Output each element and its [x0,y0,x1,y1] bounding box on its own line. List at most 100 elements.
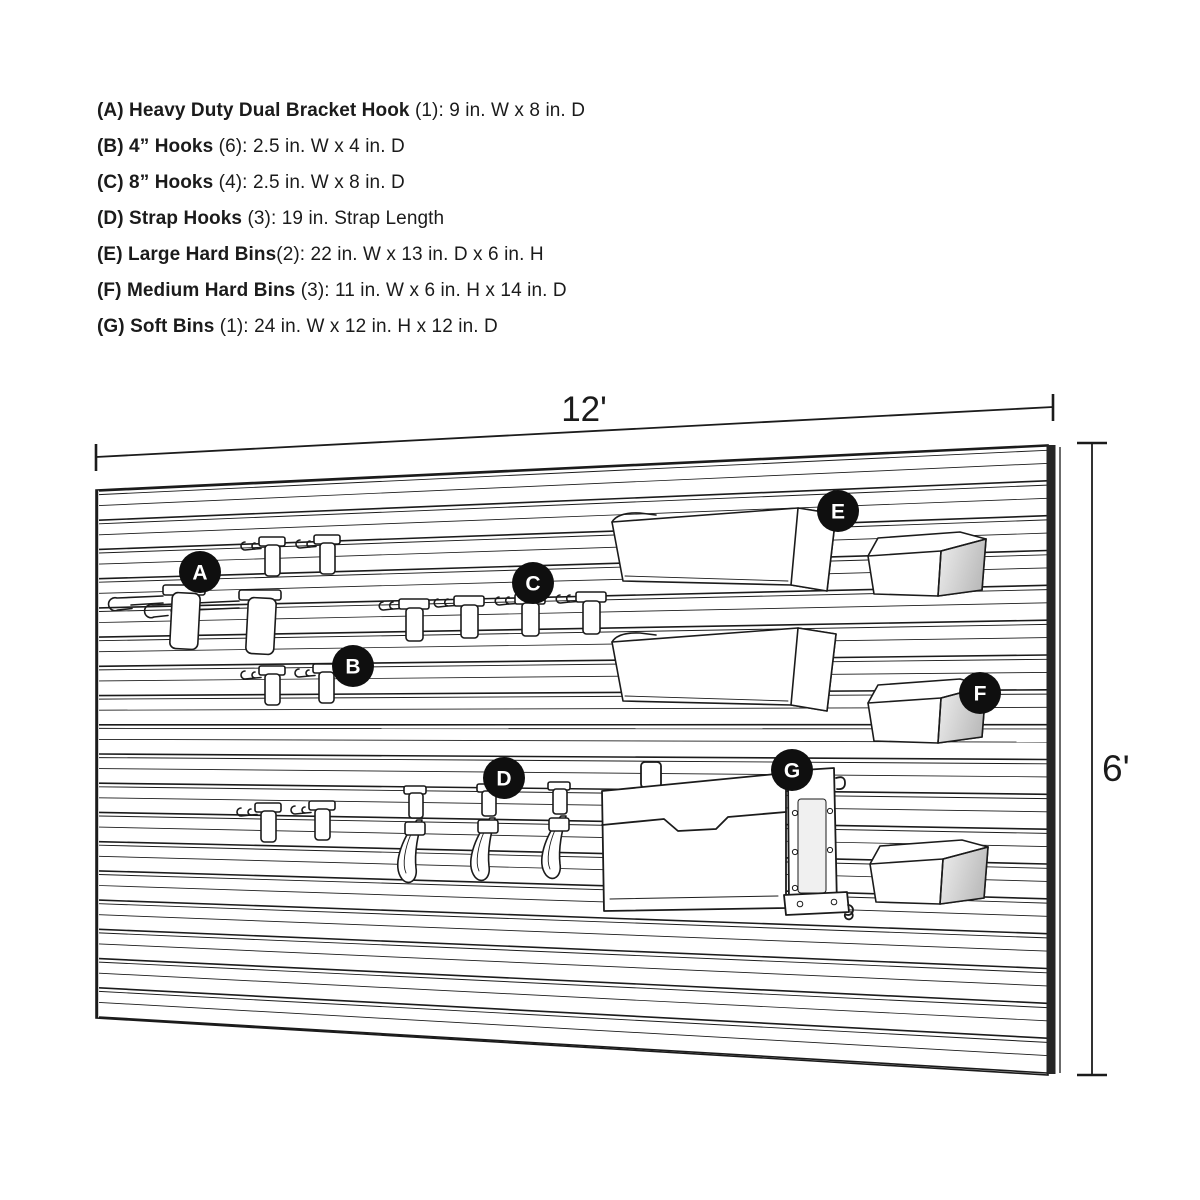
marker-letter: F [974,683,987,706]
slat-groove-line [98,757,1048,765]
marker-circle [512,562,554,604]
legend-item-f: (F) Medium Hard Bins (3): 11 in. W x 6 i… [97,273,817,309]
slat-groove-line [98,987,1048,1039]
hook-prong [143,600,240,619]
bracket-panel [797,798,827,894]
legend-item-name: (E) Large Hard Bins [97,244,277,265]
slat-groove-line [98,497,1048,536]
bin-rim [611,632,657,643]
marker-letter: E [831,501,845,524]
bin-bottom-line [624,575,789,582]
bracket-foot [783,891,850,916]
slat-groove-line [98,671,1048,682]
slat-groove-line [98,786,1048,800]
bin-rim [611,512,657,523]
slat-groove-line [98,943,1048,987]
soft-bin-inner-bottom [609,895,779,900]
legend-item-spec: (4): 2.5 in. W x 8 in. D [213,172,405,193]
slat-groove-line [98,826,1048,848]
eight-inch-hook [378,598,430,642]
strap-hook [541,781,571,880]
width-dimension-label: 12' [561,390,607,429]
slat-groove-line [98,928,1048,970]
hook-prong [107,595,164,612]
hook-bracket-plate [245,596,277,656]
width-dimension [94,394,1055,471]
legend-item-name: (D) Strap Hooks [97,208,243,229]
slat-groove-line [98,972,1048,1022]
bracket-foot-hole [796,900,804,908]
slat-groove-line [98,961,1048,1009]
width-dim-line [95,406,1054,458]
slat-groove-line [98,654,1048,668]
bin-right-side [790,627,837,712]
legend-item-name: (B) 4” Hooks [97,136,214,157]
four-inch-hook [236,802,282,843]
marker-d: D [483,757,525,799]
marker-letter: D [496,768,511,791]
legend-item-spec: (1): 24 in. W x 12 in. H x 12 in. D [214,316,498,337]
legend: (A) Heavy Duty Dual Bracket Hook (1): 9 … [97,93,817,345]
marker-circle [817,490,859,532]
soft-bin-pocket-top [601,811,787,832]
large-hard-bin [611,507,837,592]
four-inch-hook [295,534,341,575]
hook-prong-inner [130,602,164,606]
slat-groove-line [98,782,1048,796]
strap-hooks [397,781,571,884]
slat-groove-line [98,815,1048,834]
marker-b: B [332,645,374,687]
legend-item-spec: (3): 11 in. W x 6 in. H x 14 in. D [295,280,567,301]
slat-groove-line [98,885,1048,917]
marker-circle [959,672,1001,714]
slat-groove-line [98,1001,1048,1057]
height-dimension [1077,441,1107,1077]
legend-item-spec: (3): 19 in. Strap Length [242,208,445,229]
marker-c: C [512,562,554,604]
marker-circle [483,757,525,799]
marker-letter: B [345,656,360,679]
medium-hard-bins [867,531,989,905]
slat-grooves [98,445,1048,1074]
slat-groove-line [98,462,1048,507]
strap-hook [397,785,427,884]
slat-groove-line [98,903,1048,939]
legend-item-spec: (2): 22 in. W x 13 in. D x 6 in. H [276,244,544,265]
slat-groove-line [98,914,1048,952]
bracket-foot-hole [830,898,838,906]
slat-groove-line [98,445,1048,492]
medium-hard-bin [869,839,989,905]
marker-letter: C [525,573,540,596]
soft-bin [601,761,854,921]
marker-letter: A [192,562,207,585]
slat-groove-line [98,449,1048,496]
eight-inch-hook [555,591,607,635]
legend-item-spec: (6): 2.5 in. W x 4 in. D [213,136,405,157]
legend-item-name: (C) 8” Hooks [97,172,214,193]
medium-hard-bin [867,531,987,597]
marker-f: F [959,672,1001,714]
legend-item-g: (G) Soft Bins (1): 24 in. W x 12 in. H x… [97,309,817,345]
slat-groove-line [98,990,1048,1043]
slat-groove-line [98,932,1048,974]
legend-item-e: (E) Large Hard Bins(2): 22 in. W x 13 in… [97,237,817,273]
bracket-hole [791,848,799,856]
slat-groove-line [98,514,1048,551]
bracket-hole [791,884,799,892]
hook-bracket-plate [169,591,201,651]
slat-groove-line [98,768,1048,778]
bracket-bottom-coil [843,904,854,921]
four-inch-hook [290,800,336,841]
slat-groove-line [98,1016,1048,1074]
slat-groove-line [98,957,1048,1005]
legend-item-b: (B) 4” Hooks (6): 2.5 in. W x 4 in. D [97,129,817,165]
slat-groove-line [98,484,1048,525]
legend-item-a: (A) Heavy Duty Dual Bracket Hook (1): 9 … [97,93,817,129]
slat-groove-line [98,753,1048,761]
bracket-top-hook [835,776,846,791]
height-dimension-label: 6' [1102,748,1130,789]
legend-item-spec: (1): 9 in. W x 8 in. D [409,100,586,121]
four-inch-hook [294,663,340,704]
